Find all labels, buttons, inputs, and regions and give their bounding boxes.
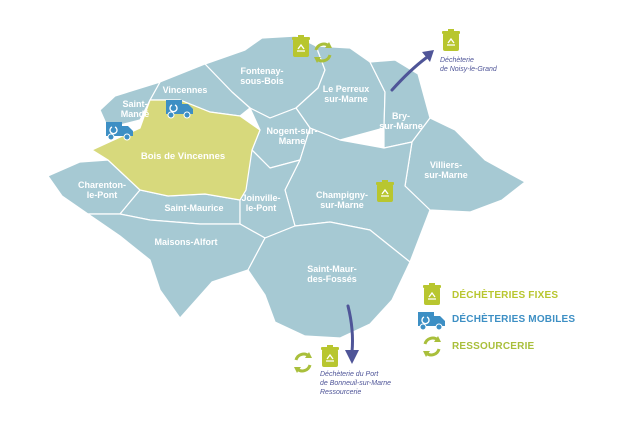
direction-arrow-icon	[422, 50, 434, 62]
commune-label-le-perreux: Le Perreux sur-Marne	[322, 84, 370, 104]
recycling-bin-icon	[291, 34, 311, 58]
arrow-to-noisy	[390, 56, 428, 92]
commune-label-saint-mande: Saint- Mandé	[120, 99, 150, 119]
commune-label-fontenay: Fontenay- sous-Bois	[240, 66, 284, 86]
commune-maisons-alfort	[87, 213, 266, 319]
commune-label-saint-maurice: Saint-Maurice	[164, 203, 224, 213]
external-label-bonneuil: Déchèterie du Port de Bonneuil-sur-Marne…	[320, 371, 392, 396]
commune-label-maisons-alfort: Maisons-Alfort	[154, 237, 218, 247]
commune-label-villiers: Villiers- sur-Marne	[424, 160, 468, 180]
commune-label-joinville: Joinville- le-Pont	[241, 193, 281, 213]
commune-label-bry: Bry- sur-Marne	[379, 111, 423, 131]
recycling-bin-icon	[441, 28, 461, 52]
circular-arrows-icon	[421, 334, 443, 359]
recycling-bin-icon	[375, 179, 395, 203]
bois-de-vincennes-label: Bois de Vincennes	[140, 151, 226, 162]
legend-fixed: DÉCHÈTERIES FIXES	[452, 290, 558, 301]
recycling-bin-icon	[320, 344, 340, 368]
legend-ressourcerie: RESSOURCERIE	[452, 341, 534, 352]
arrow-to-bonneuil	[346, 304, 354, 354]
legend-ressourcerie-label: RESSOURCERIE	[452, 341, 535, 352]
bois-de-vincennes-area	[90, 99, 261, 201]
commune-label-charenton: Charenton- le-Pont	[78, 180, 126, 200]
commune-label-nogent: Nogent-sur- Marne	[266, 126, 318, 146]
recycling-truck-icon	[417, 311, 446, 331]
commune-label-saint-maur: Saint-Maur- des-Fossés	[307, 264, 357, 284]
commune-saint-mande	[99, 81, 161, 129]
direction-arrow-icon	[345, 350, 359, 364]
recycling-bin-icon	[422, 282, 442, 306]
legend-fixed-label: DÉCHÈTERIES FIXES	[452, 290, 559, 301]
commune-label-champigny: Champigny- sur-Marne	[315, 190, 368, 210]
circular-arrows-icon	[292, 350, 314, 375]
legend-mobile-label: DÉCHÈTERIES MOBILES	[452, 314, 576, 325]
external-label-noisy: Déchèterie de Noisy-le-Grand	[440, 57, 497, 73]
legend-mobile: DÉCHÈTERIES MOBILES	[452, 314, 575, 325]
commune-label-vincennes: Vincennes	[162, 85, 208, 95]
commune-saint-maur	[247, 221, 411, 339]
